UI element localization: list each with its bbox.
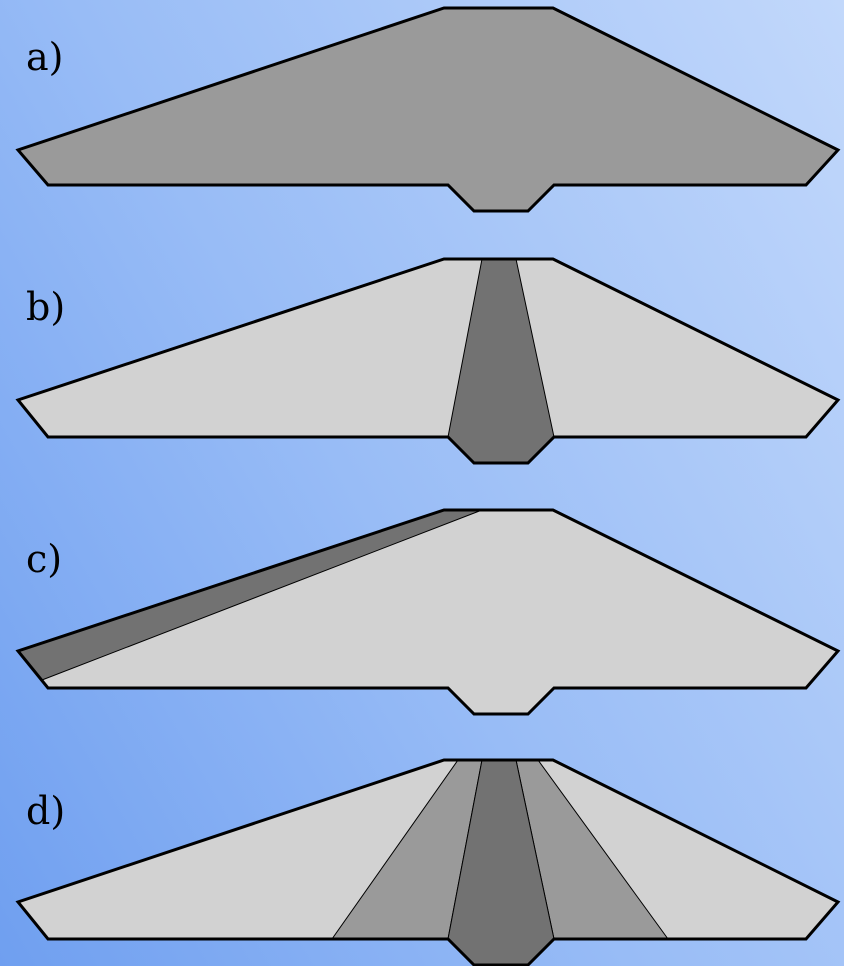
panel-d-section [15, 758, 841, 966]
panel-b-section [15, 257, 841, 465]
panel-b-label: b) [26, 285, 66, 329]
panel-d-label: d) [26, 789, 66, 833]
panel-b-outline [15, 257, 841, 465]
panel-c-outline [15, 508, 841, 716]
panel-b-shell [18, 259, 838, 437]
panel-c-label: c) [26, 537, 63, 581]
panel-a-label: a) [26, 35, 64, 79]
panel-d-outline [15, 758, 841, 966]
panel-c-shell [18, 510, 838, 714]
panel-a-section [15, 6, 841, 213]
panel-a-body [15, 6, 841, 213]
panel-c-section [15, 508, 841, 716]
